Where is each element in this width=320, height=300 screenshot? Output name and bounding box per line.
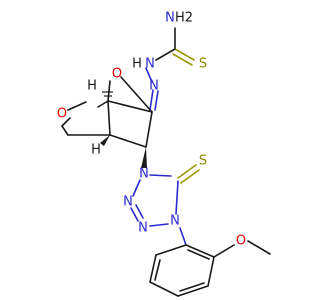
atom-o-ring: O [57, 107, 67, 122]
atom-labels: N H2 S N H N O O H H N N N N S O [57, 11, 246, 249]
atom-o-methoxy: O [236, 234, 246, 249]
bond-obridge-c1 [120, 76, 153, 113]
atom-n-amine: N [165, 11, 175, 26]
atom-h-stereo-1: H [87, 79, 97, 94]
bond-n4-c5t [175, 180, 179, 215]
atom-h-stereo-2: H [91, 143, 101, 158]
bond-n4-aryl [179, 227, 187, 246]
bond-ar5 [207, 256, 215, 287]
bond-ar-inner1 [154, 259, 161, 281]
bond-n-c-1 [149, 89, 154, 111]
bond-c1-c2 [145, 111, 153, 148]
atom-n-tetrazole-3: N [138, 221, 148, 236]
bond-c-s-2 [172, 53, 193, 66]
bond-c-nh [155, 48, 176, 61]
bond-n1-c5t [149, 174, 172, 177]
atom-h-nh: H [132, 57, 142, 72]
bond-c4-c1 [107, 100, 153, 113]
molecule-diagram: N H2 S N H N O O H H N N N N S O [57, 11, 271, 297]
bond-c3-c4 [107, 100, 111, 136]
bond-nh-n [145, 67, 153, 83]
bond-c5t-s-1 [177, 164, 197, 179]
bond-n3-n4 [149, 223, 169, 227]
atom-n-tetrazole-4: N [170, 214, 180, 229]
bond-c-s-1 [174, 48, 195, 61]
bond-ar1 [155, 244, 187, 256]
bond-c5t-s-2 [180, 169, 200, 184]
bond-ar2 [149, 254, 157, 283]
atom-n-tetrazole-2: N [123, 195, 133, 210]
bond-c5-c6 [61, 125, 69, 136]
bond-c4-c5 [97, 100, 109, 108]
atom-n-hydrazone-2: N [149, 79, 159, 94]
atom-n-hydrazone-1: N [145, 57, 155, 72]
bonds [61, 27, 271, 297]
atom-s-thio: S [199, 57, 207, 72]
bond-n1-n2 [132, 179, 141, 197]
wedge-c2-n [141, 147, 147, 168]
bond-ar-inner3 [187, 249, 210, 260]
bond-ar-inner2 [179, 282, 205, 292]
atom-h2-amine: H2 [175, 11, 193, 26]
bond-n-c-2 [154, 90, 159, 111]
bond-oring-c6 [67, 101, 87, 111]
bond-c4-obridge [107, 80, 111, 102]
bond-c2-c3 [109, 134, 147, 148]
bond-oring-c5 [61, 117, 71, 127]
bond-n2-n3-2 [135, 204, 144, 219]
atom-o-bridge: O [112, 67, 122, 82]
bond-ar6 [185, 244, 215, 258]
bond-ar3 [149, 281, 179, 297]
bond-ar4 [177, 285, 209, 297]
bond-o-ch3 [247, 240, 271, 255]
atom-n-tetrazole-1: N [139, 167, 149, 182]
atom-s-tetrazole: S [199, 154, 207, 169]
bond-ar-o [213, 244, 235, 258]
bond-n2-n3-1 [130, 207, 139, 222]
wedge-h1 [100, 135, 110, 146]
